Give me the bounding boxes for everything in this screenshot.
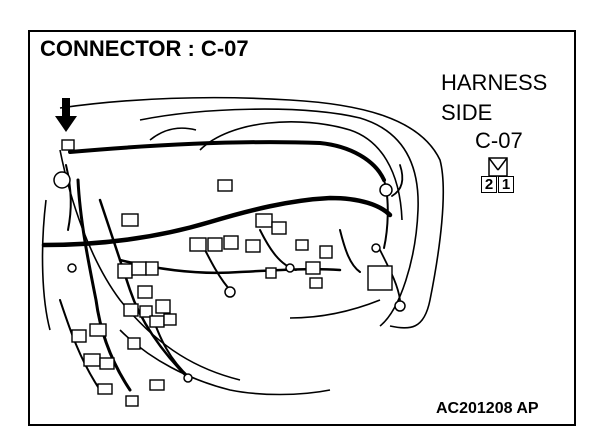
harness-connectors [61, 139, 393, 407]
connector-id-label: C-07 [475, 128, 523, 153]
figure-code: AC201208 AP [436, 400, 539, 417]
connector-face-symbol [488, 157, 508, 177]
diagram-frame [28, 30, 576, 426]
harness-label: HARNESS [441, 70, 548, 95]
harness-grommets [53, 171, 406, 383]
side-label: SIDE [441, 100, 493, 125]
diagram-title: CONNECTOR : C-07 [40, 36, 249, 61]
main-harness-wires [41, 140, 404, 392]
arrow-down-icon [55, 98, 77, 132]
dashboard-outline [41, 96, 445, 396]
connector-pin-1: 1 [498, 176, 514, 193]
connector-pin-2: 2 [481, 176, 497, 193]
